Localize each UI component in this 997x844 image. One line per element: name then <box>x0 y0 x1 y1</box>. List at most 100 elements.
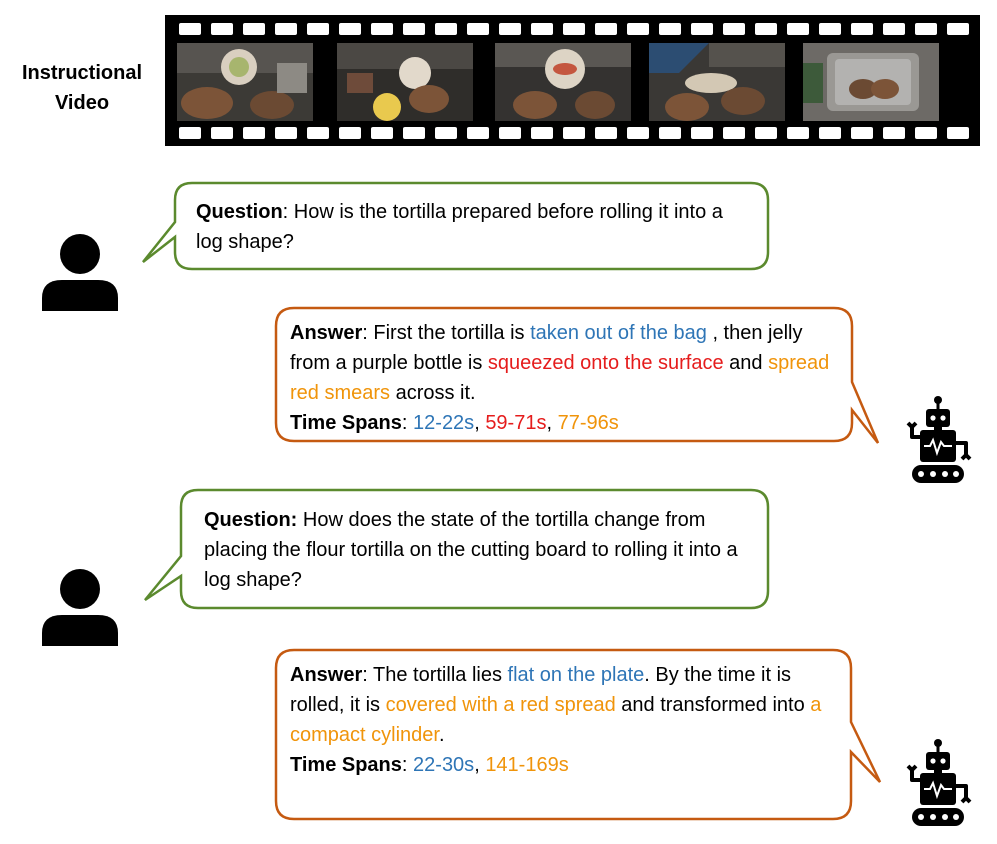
answer-1-text: , then jelly from a purple bottle is <box>290 322 803 374</box>
video-frame-2 <box>337 43 473 121</box>
video-frame-1 <box>177 43 313 121</box>
sprocket-hole <box>595 23 617 35</box>
sprocket-hole <box>755 23 777 35</box>
answer-2-label: Answer <box>290 664 363 686</box>
answer-bubble-1-outline <box>274 306 880 444</box>
sprocket-hole <box>179 127 201 139</box>
time-spans-label: Time Spans <box>290 754 402 776</box>
sprocket-hole <box>307 23 329 35</box>
sprocket-hole <box>499 127 521 139</box>
sprocket-hole <box>275 127 297 139</box>
sprocket-hole <box>403 127 425 139</box>
video-label: Instructional Video <box>8 58 156 118</box>
answer-1-highlight-1: taken out of the bag <box>530 322 707 344</box>
sprocket-hole <box>659 23 681 35</box>
sprocket-hole <box>819 23 841 35</box>
sprocket-hole <box>563 127 585 139</box>
sprocket-hole <box>307 127 329 139</box>
robot-icon <box>906 739 972 826</box>
sprocket-hole <box>627 127 649 139</box>
sprocket-hole <box>787 127 809 139</box>
sprocket-hole <box>883 127 905 139</box>
answer-2-text: and transformed into <box>615 694 811 716</box>
answer-2-highlight-3: a compact cylinder <box>290 694 822 746</box>
sprocket-hole <box>531 127 553 139</box>
time-spans-label: Time Spans <box>290 412 402 434</box>
sprocket-hole <box>723 23 745 35</box>
sprocket-hole <box>947 23 969 35</box>
question-bubble-2-outline <box>144 488 770 610</box>
question-2-label: Question: <box>204 509 298 531</box>
robot-icon <box>906 396 972 483</box>
video-frame-4 <box>649 43 785 121</box>
sprocket-hole <box>435 127 457 139</box>
sprocket-hole <box>435 23 457 35</box>
answer-2: Answer: The tortilla lies flat on the pl… <box>290 660 845 780</box>
sprocket-hole <box>915 23 937 35</box>
video-frame-3 <box>495 43 631 121</box>
question-bubble-1-outline <box>142 181 770 271</box>
filmstrip-holes-top <box>165 22 980 36</box>
sprocket-hole <box>243 23 265 35</box>
sprocket-hole <box>755 127 777 139</box>
question-1-label: Question <box>196 201 283 223</box>
answer-1-text: across it. <box>390 382 476 404</box>
question-2-text: How does the state of the tortilla chang… <box>204 509 738 591</box>
video-label-line2: Video <box>54 92 110 114</box>
answer-2-text: . By the time it is rolled, it is <box>290 664 792 716</box>
question-1: Question: How is the tortilla prepared b… <box>196 201 723 253</box>
sprocket-hole <box>691 127 713 139</box>
question-1-text: How is the tortilla prepared before roll… <box>196 201 723 253</box>
answer-2-time-spans: Time Spans: 22-30s, 141-169s <box>290 754 569 776</box>
time-span: 77-96s <box>557 412 619 434</box>
time-span: 141-169s <box>485 754 569 776</box>
sprocket-hole <box>339 127 361 139</box>
sprocket-hole <box>691 23 713 35</box>
sprocket-hole <box>371 23 393 35</box>
answer-2-text: . <box>438 724 445 746</box>
sprocket-hole <box>371 127 393 139</box>
user-icon <box>42 569 118 646</box>
sprocket-hole <box>531 23 553 35</box>
sprocket-hole <box>595 127 617 139</box>
answer-2-text: The tortilla lies <box>373 664 508 686</box>
answer-1-text: and <box>723 352 769 374</box>
sprocket-hole <box>179 23 201 35</box>
answer-1-text: First the tortilla is <box>373 322 531 344</box>
sprocket-hole <box>723 127 745 139</box>
sprocket-hole <box>627 23 649 35</box>
sprocket-hole <box>403 23 425 35</box>
sprocket-hole <box>851 127 873 139</box>
answer-1: Answer: First the tortilla is taken out … <box>290 318 845 438</box>
video-frame-5 <box>803 43 939 121</box>
sprocket-hole <box>339 23 361 35</box>
sprocket-hole <box>211 23 233 35</box>
user-icon <box>42 234 118 311</box>
answer-1-highlight-2: squeezed onto the surface <box>487 352 724 374</box>
answer-2-highlight-2: covered with a red spread <box>385 694 616 716</box>
sprocket-hole <box>851 23 873 35</box>
answer-1-label: Answer <box>290 322 363 344</box>
answer-1-time-spans: Time Spans: 12-22s, 59-71s, 77-96s <box>290 412 619 434</box>
answer-bubble-2-outline <box>274 648 882 821</box>
sprocket-hole <box>275 23 297 35</box>
sprocket-hole <box>467 23 489 35</box>
time-span: 22-30s <box>413 754 475 776</box>
answer-1-highlight-3: spread red smears <box>290 352 830 404</box>
video-label-line1: Instructional <box>21 62 142 84</box>
time-span: 59-71s <box>485 412 547 434</box>
sprocket-hole <box>787 23 809 35</box>
sprocket-hole <box>467 127 489 139</box>
time-span: 12-22s <box>413 412 475 434</box>
sprocket-hole <box>915 127 937 139</box>
sprocket-hole <box>947 127 969 139</box>
sprocket-hole <box>819 127 841 139</box>
answer-2-highlight-1: flat on the plate <box>507 664 645 686</box>
filmstrip-holes-bottom <box>165 126 980 140</box>
sprocket-hole <box>243 127 265 139</box>
sprocket-hole <box>563 23 585 35</box>
question-2: Question: How does the state of the tort… <box>204 505 759 595</box>
sprocket-hole <box>883 23 905 35</box>
sprocket-hole <box>659 127 681 139</box>
